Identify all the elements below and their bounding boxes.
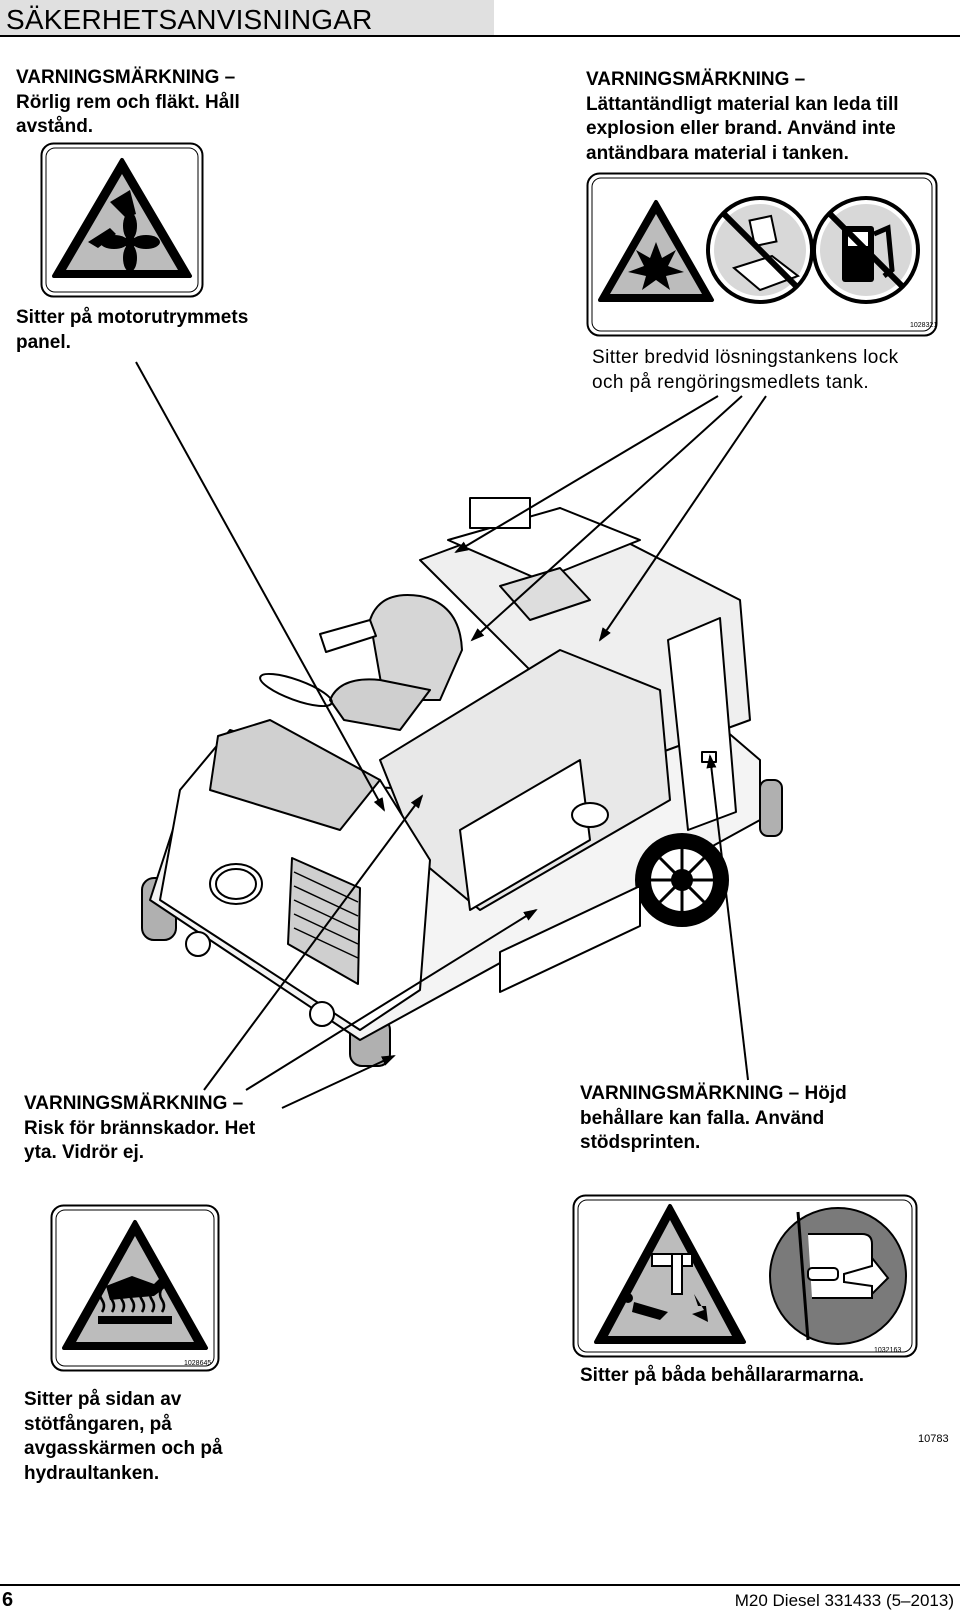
hopper-warning-line-1: VARNINGSMÄRKNING – Höjd bbox=[580, 1083, 847, 1104]
burn-location-line-1: Sitter på sidan av bbox=[24, 1389, 182, 1410]
page-title: SÄKERHETSANVISNINGAR bbox=[6, 4, 373, 35]
arrow-burn-1 bbox=[203, 794, 424, 1091]
hopper-decal-code: 1032163 bbox=[874, 1347, 901, 1354]
fan-warning-line-3: avstånd. bbox=[16, 116, 94, 137]
burn-location-line-2: stötfångaren, på bbox=[24, 1413, 172, 1435]
header-divider bbox=[0, 35, 960, 37]
hand-icon bbox=[106, 1276, 170, 1300]
falling-hopper-icon bbox=[623, 1253, 708, 1322]
fan-warning-text: VARNINGSMÄRKNING – Rörlig rem och fläkt.… bbox=[16, 66, 240, 140]
burn-warning-text: VARNINGSMÄRKNING – Risk för brännskador.… bbox=[24, 1092, 255, 1166]
support-pin-icon bbox=[769, 1207, 907, 1345]
flammable-location-line-1: Sitter bredvid lösningstankens lock bbox=[592, 347, 899, 368]
flammable-warning-text: VARNINGSMÄRKNING – Lättantändligt materi… bbox=[586, 68, 899, 166]
flammable-warning-decal: 1028321 bbox=[586, 172, 938, 337]
figure-number: 10783 bbox=[918, 1433, 949, 1445]
fan-location-text: Sitter på motorutrymmets panel. bbox=[16, 306, 248, 355]
arrow-flammable-2 bbox=[470, 395, 743, 642]
fan-location-line-2: panel. bbox=[16, 331, 71, 353]
arrow-flammable-1 bbox=[454, 395, 719, 554]
arrow-hopper bbox=[706, 754, 749, 1081]
fan-warning-line-2: Rörlig rem och fläkt. Håll bbox=[16, 91, 240, 113]
burn-location-line-3: avgasskärmen och på bbox=[24, 1438, 223, 1459]
hopper-warning-decal: 1032163 bbox=[572, 1194, 918, 1358]
arrow-fan-decal bbox=[135, 361, 385, 812]
burn-location-line-4: hydraultanken. bbox=[24, 1462, 160, 1484]
fan-location-line-1: Sitter på motorutrymmets bbox=[16, 307, 249, 328]
flammable-location-line-2: och på rengöringsmedlets tank. bbox=[592, 371, 870, 393]
arrow-burn-2 bbox=[245, 908, 538, 1091]
hopper-location-line-1: Sitter på båda behållararmarna. bbox=[580, 1365, 865, 1386]
document-id: M20 Diesel 331433 (5–2013) bbox=[734, 1591, 954, 1610]
burn-warning-line-3: yta. Vidrör ej. bbox=[24, 1142, 145, 1163]
footer-divider bbox=[0, 1584, 960, 1586]
explosion-icon bbox=[628, 242, 684, 290]
hopper-warning-line-3: stödsprinten. bbox=[580, 1132, 701, 1153]
page-number: 6 bbox=[2, 1589, 14, 1611]
no-fuel-pump-icon bbox=[812, 196, 920, 304]
flammable-warning-line-3: explosion eller brand. Använd inte bbox=[586, 118, 896, 139]
arrow-burn-3 bbox=[281, 1055, 396, 1109]
arrow-flammable-3 bbox=[598, 395, 767, 642]
flammable-warning-line-4: antändbara material i tanken. bbox=[586, 142, 849, 164]
flammable-warning-line-1: VARNINGSMÄRKNING – bbox=[586, 69, 806, 90]
fan-warning-line-1: VARNINGSMÄRKNING – bbox=[16, 67, 236, 88]
sweeper-body bbox=[141, 497, 783, 1067]
hand-icon bbox=[88, 190, 136, 248]
hopper-warning-line-2: behållare kan falla. Använd bbox=[580, 1107, 825, 1129]
burn-location-text: Sitter på sidan av stötfångaren, på avga… bbox=[24, 1388, 223, 1486]
hopper-location-text: Sitter på båda behållararmarna. bbox=[580, 1364, 864, 1389]
flammable-location-text: Sitter bredvid lösningstankens lock och … bbox=[592, 346, 899, 395]
pointer-arrows bbox=[135, 361, 767, 1109]
burn-warning-line-2: Risk för brännskador. Het bbox=[24, 1117, 256, 1139]
fan-warning-decal bbox=[40, 142, 204, 298]
burn-warning-decal: 1028645 bbox=[50, 1204, 220, 1372]
burn-decal-code: 1028645 bbox=[184, 1360, 211, 1367]
flammable-decal-code: 1028321 bbox=[910, 322, 937, 329]
burn-warning-line-1: VARNINGSMÄRKNING – bbox=[24, 1093, 244, 1114]
hopper-warning-text: VARNINGSMÄRKNING – Höjd behållare kan fa… bbox=[580, 1082, 847, 1156]
heat-waves-icon bbox=[98, 1287, 166, 1313]
header-band bbox=[0, 0, 494, 36]
flammable-warning-line-2: Lättantändligt material kan leda till bbox=[586, 93, 899, 115]
